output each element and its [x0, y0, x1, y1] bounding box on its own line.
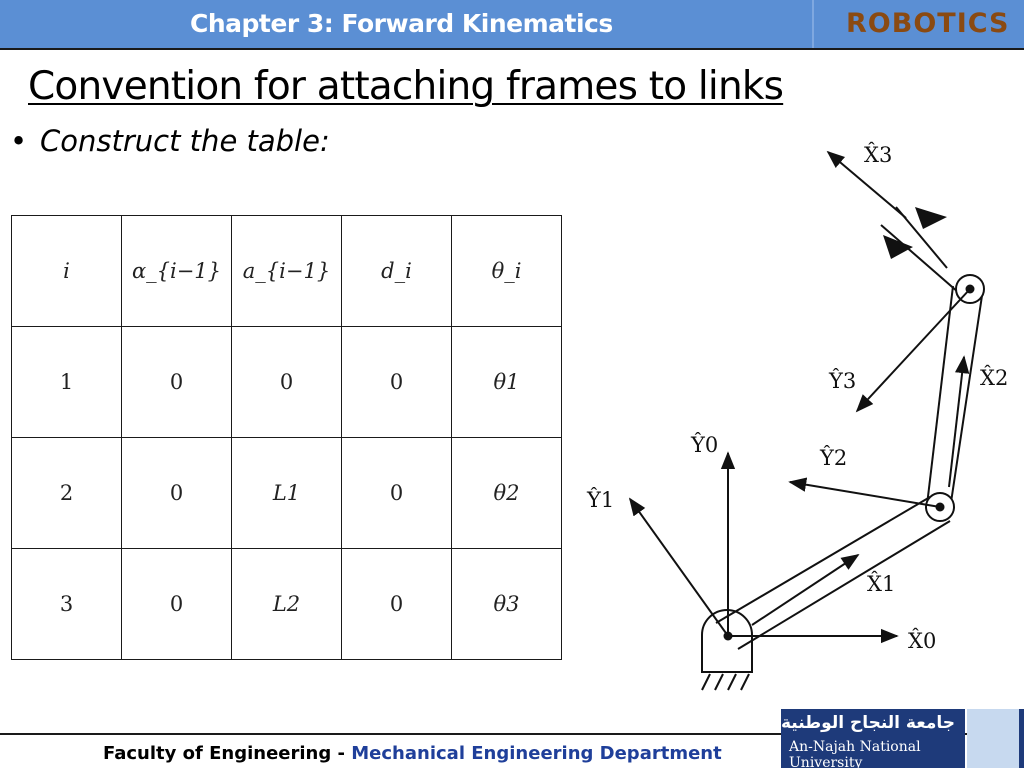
col-header-alpha: α_{i−1}	[121, 215, 232, 327]
cell-theta: θ1	[451, 326, 562, 438]
cell-alpha: 0	[121, 437, 232, 549]
slide-title: Convention for attaching frames to links	[28, 64, 784, 109]
y3-label: Ŷ3	[828, 369, 856, 393]
table-row: 1 0 0 0 θ1	[11, 326, 562, 438]
logo-emblem	[967, 709, 1019, 768]
gripper-tip-upper	[915, 207, 947, 229]
cell-d: 0	[341, 326, 452, 438]
cell-a: L1	[231, 437, 342, 549]
x1-label: X̂1	[867, 572, 895, 596]
col-header-a: a_{i−1}	[231, 215, 342, 327]
gripper-tip-lower	[883, 235, 913, 259]
cell-theta: θ3	[451, 548, 562, 660]
header-label: a_{i−1}	[242, 259, 331, 283]
x1-axis-arrow	[751, 554, 860, 626]
header-label: α_{i−1}	[131, 259, 222, 283]
x2-axis-arrow	[948, 355, 970, 488]
table-row: 3 0 L2 0 θ3	[11, 548, 562, 660]
university-name-arabic: جامعة النجاح الوطنية	[780, 713, 955, 733]
footer-department: Mechanical Engineering Department	[351, 743, 722, 764]
header-label: d_i	[381, 259, 412, 283]
cell-alpha: 0	[121, 326, 232, 438]
cell-i: 1	[11, 326, 122, 438]
y2-axis-arrow	[788, 477, 941, 508]
y0-label: Ŷ0	[690, 433, 718, 457]
bullet-text: Construct the table:	[40, 124, 330, 158]
link-2	[926, 285, 984, 510]
x3-label: X̂3	[864, 143, 892, 167]
cell-i: 3	[11, 548, 122, 660]
cell-alpha: 0	[121, 548, 232, 660]
cell-i: 2	[11, 437, 122, 549]
y3-axis-arrow	[855, 288, 971, 413]
logo-strip	[1019, 709, 1024, 768]
col-header-i: i	[11, 215, 122, 327]
header-label: i	[63, 259, 70, 283]
cell-d: 0	[341, 437, 452, 549]
cell-a: L2	[231, 548, 342, 660]
bullet-dot-icon: •	[10, 124, 28, 158]
university-name-english: An-Najah National University	[789, 739, 921, 771]
chapter-title: Chapter 3: Forward Kinematics	[190, 9, 613, 38]
cell-a: 0	[231, 326, 342, 438]
robot-arm-diagram: Ŷ0 X̂0 Ŷ1 X̂1 Ŷ2 X̂2 Ŷ3 X̂3	[586, 143, 1008, 691]
header-label: θ_i	[491, 259, 522, 283]
y1-axis-arrow	[628, 497, 729, 637]
x3-axis-arrow	[826, 150, 907, 219]
footer: Faculty of Engineering - Mechanical Engi…	[103, 743, 722, 764]
link-1	[715, 496, 951, 650]
footer-divider	[0, 733, 1024, 735]
col-header-theta: θ_i	[451, 215, 562, 327]
dh-parameter-table: i α_{i−1} a_{i−1} d_i θ_i 1 0 0 0 θ1 2 0…	[11, 215, 562, 660]
x2-label: X̂2	[980, 366, 1008, 390]
cell-theta: θ2	[451, 437, 562, 549]
header-bar: Chapter 3: Forward Kinematics ROBOTICS	[0, 0, 1024, 50]
x0-label: X̂0	[908, 629, 936, 653]
table-row: 2 0 L1 0 θ2	[11, 437, 562, 549]
table-header-row: i α_{i−1} a_{i−1} d_i θ_i	[11, 215, 562, 327]
university-logo: جامعة النجاح الوطنية An-Najah National U…	[780, 709, 965, 771]
bullet-item: • Construct the table:	[10, 124, 330, 158]
y2-label: Ŷ2	[819, 446, 847, 470]
robot-base	[701, 609, 753, 691]
course-brand: ROBOTICS	[846, 8, 1010, 39]
cell-d: 0	[341, 548, 452, 660]
col-header-d: d_i	[341, 215, 452, 327]
header-divider	[812, 0, 814, 48]
footer-faculty: Faculty of Engineering -	[103, 743, 352, 764]
y1-label: Ŷ1	[586, 488, 614, 512]
